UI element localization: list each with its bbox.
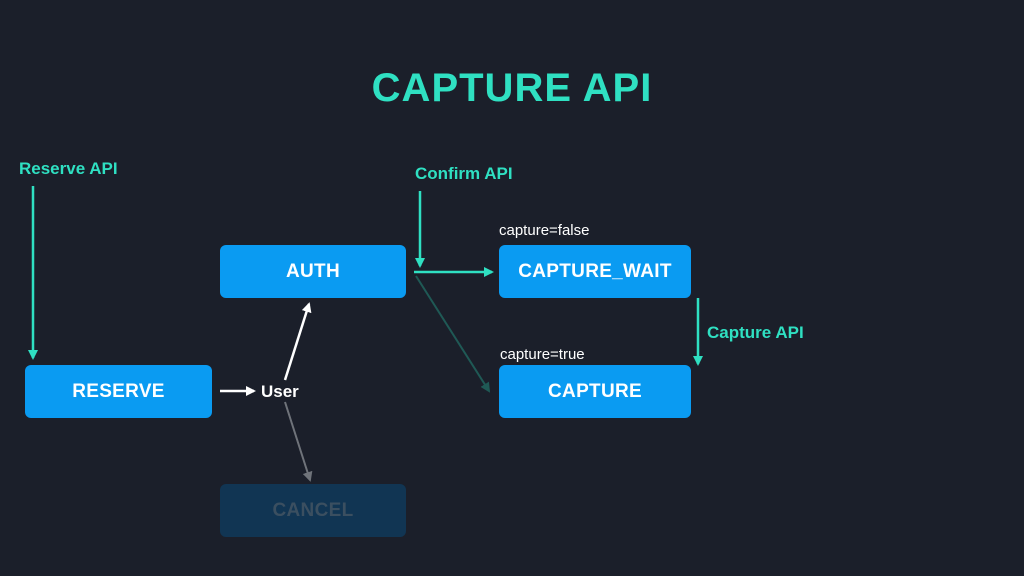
capture-node: CAPTURE bbox=[499, 365, 691, 418]
cancel-node: CANCEL bbox=[220, 484, 406, 537]
capture-false-label: capture=false bbox=[499, 222, 590, 239]
page-title: CAPTURE API bbox=[371, 66, 653, 110]
user-to-auth-arrow bbox=[283, 302, 312, 381]
user-label: User bbox=[261, 382, 299, 401]
reserve-api-label: Reserve API bbox=[19, 159, 118, 178]
auth-node: AUTH bbox=[220, 245, 406, 298]
reserve-node: RESERVE bbox=[25, 365, 212, 418]
confirm-api-label: Confirm API bbox=[415, 164, 513, 183]
capture-wait-node: CAPTURE_WAIT bbox=[499, 245, 691, 298]
user-to-cancel-arrow bbox=[284, 401, 313, 482]
capture-true-label: capture=true bbox=[500, 346, 585, 363]
auth-to-capture-arrow bbox=[415, 275, 491, 393]
capture-api-label: Capture API bbox=[707, 323, 804, 342]
